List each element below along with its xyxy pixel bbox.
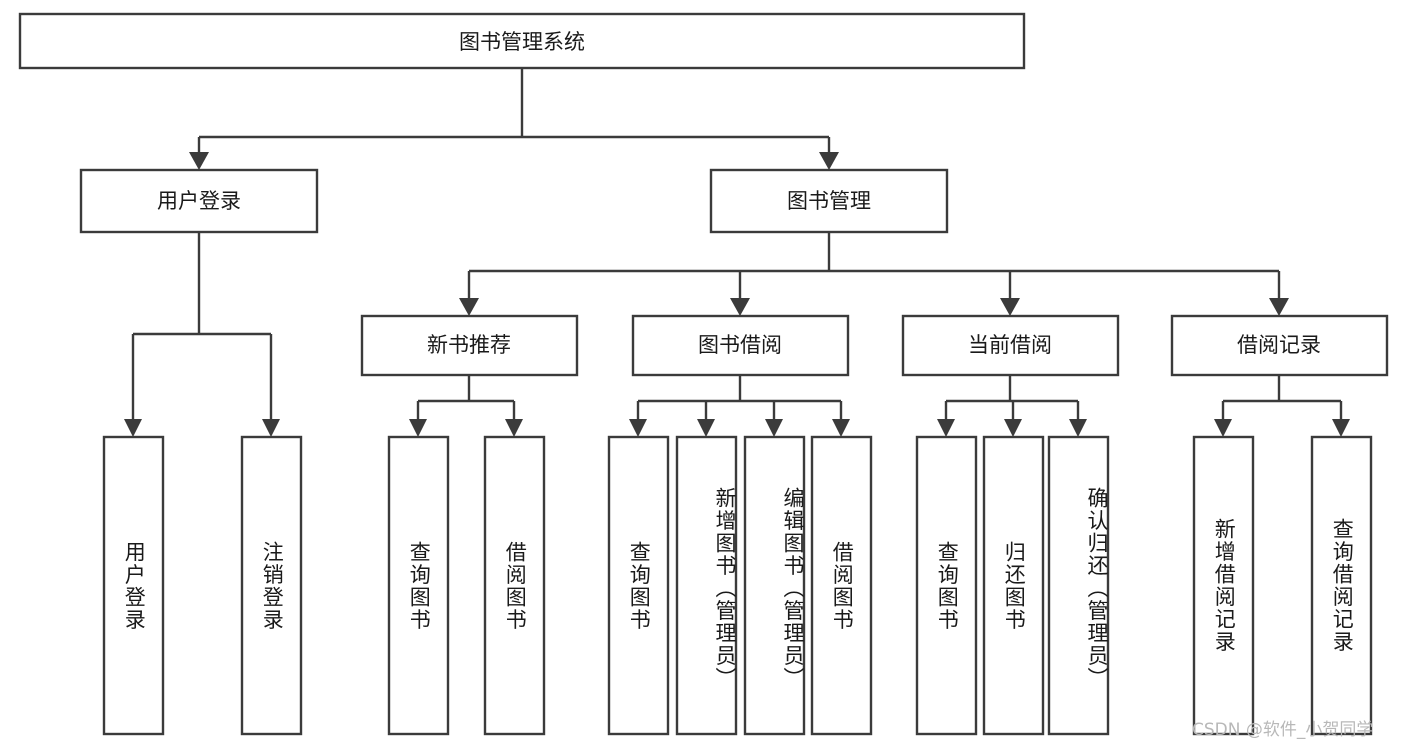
node-borrow-record[interactable] bbox=[1170, 314, 1389, 377]
node-user-login-label: 用户登录 bbox=[157, 189, 241, 213]
arrowhead-book-borrow bbox=[730, 298, 750, 316]
node-leaf-return-book[interactable] bbox=[982, 435, 1045, 736]
node-new-book-recommend[interactable] bbox=[360, 314, 579, 377]
node-root[interactable] bbox=[18, 12, 1026, 70]
node-current-borrow-label: 当前借阅 bbox=[968, 333, 1052, 357]
arrowhead-current-borrow bbox=[1000, 298, 1020, 316]
node-leaf-query-book-3[interactable] bbox=[915, 435, 978, 736]
node-leaf-query-book-2[interactable] bbox=[607, 435, 670, 736]
arrowhead-leaf-add-record bbox=[1214, 419, 1232, 437]
arrowhead-leaf-query-book-1 bbox=[409, 419, 427, 437]
arrowhead-leaf-add-book bbox=[697, 419, 715, 437]
arrowhead-leaf-query-book-2 bbox=[629, 419, 647, 437]
node-book-borrow-label: 图书借阅 bbox=[698, 333, 782, 357]
node-leaf-borrow-book-1[interactable] bbox=[483, 435, 546, 736]
node-book-manage[interactable] bbox=[709, 168, 949, 234]
connector-group bbox=[131, 68, 1343, 419]
node-box-group: 图书管理系统 用户登录 图书管理 新书推荐 图书借阅 当前借阅 借阅记录 bbox=[18, 12, 1389, 736]
node-root-label: 图书管理系统 bbox=[459, 30, 585, 54]
arrowhead-leaf-query-book-3 bbox=[937, 419, 955, 437]
arrowhead-leaf-borrow-book-1 bbox=[505, 419, 523, 437]
arrowhead-leaf-user-login bbox=[124, 419, 142, 437]
node-leaf-user-login[interactable] bbox=[102, 435, 165, 736]
arrowhead-borrow-record bbox=[1269, 298, 1289, 316]
node-leaf-query-record[interactable] bbox=[1310, 435, 1373, 736]
node-new-book-recommend-label: 新书推荐 bbox=[427, 333, 511, 357]
node-leaf-confirm-return[interactable] bbox=[1047, 435, 1110, 736]
arrowhead-leaf-return-book bbox=[1004, 419, 1022, 437]
arrowhead-new-book-recommend bbox=[459, 298, 479, 316]
arrowhead-user-login bbox=[189, 152, 209, 170]
node-leaf-borrow-book-2[interactable] bbox=[810, 435, 873, 736]
node-leaf-add-record[interactable] bbox=[1192, 435, 1255, 736]
node-book-manage-label: 图书管理 bbox=[787, 189, 871, 213]
node-leaf-add-book[interactable] bbox=[675, 435, 738, 736]
node-leaf-edit-book[interactable] bbox=[743, 435, 806, 736]
node-borrow-record-label: 借阅记录 bbox=[1237, 333, 1321, 357]
node-current-borrow[interactable] bbox=[901, 314, 1120, 377]
arrowhead-leaf-edit-book bbox=[765, 419, 783, 437]
node-leaf-query-book-1[interactable] bbox=[387, 435, 450, 736]
csdn-watermark: CSDN @软件_小贺同学 bbox=[1192, 720, 1374, 740]
node-user-login[interactable] bbox=[79, 168, 319, 234]
arrowhead-leaf-confirm-return bbox=[1069, 419, 1087, 437]
arrowhead-leaf-query-record bbox=[1332, 419, 1350, 437]
arrowhead-group bbox=[124, 152, 1350, 437]
arrowhead-book-manage bbox=[819, 152, 839, 170]
arrowhead-leaf-borrow-book-2 bbox=[832, 419, 850, 437]
node-book-borrow[interactable] bbox=[631, 314, 850, 377]
node-leaf-logout-login[interactable] bbox=[240, 435, 303, 736]
arrowhead-leaf-logout-login bbox=[262, 419, 280, 437]
